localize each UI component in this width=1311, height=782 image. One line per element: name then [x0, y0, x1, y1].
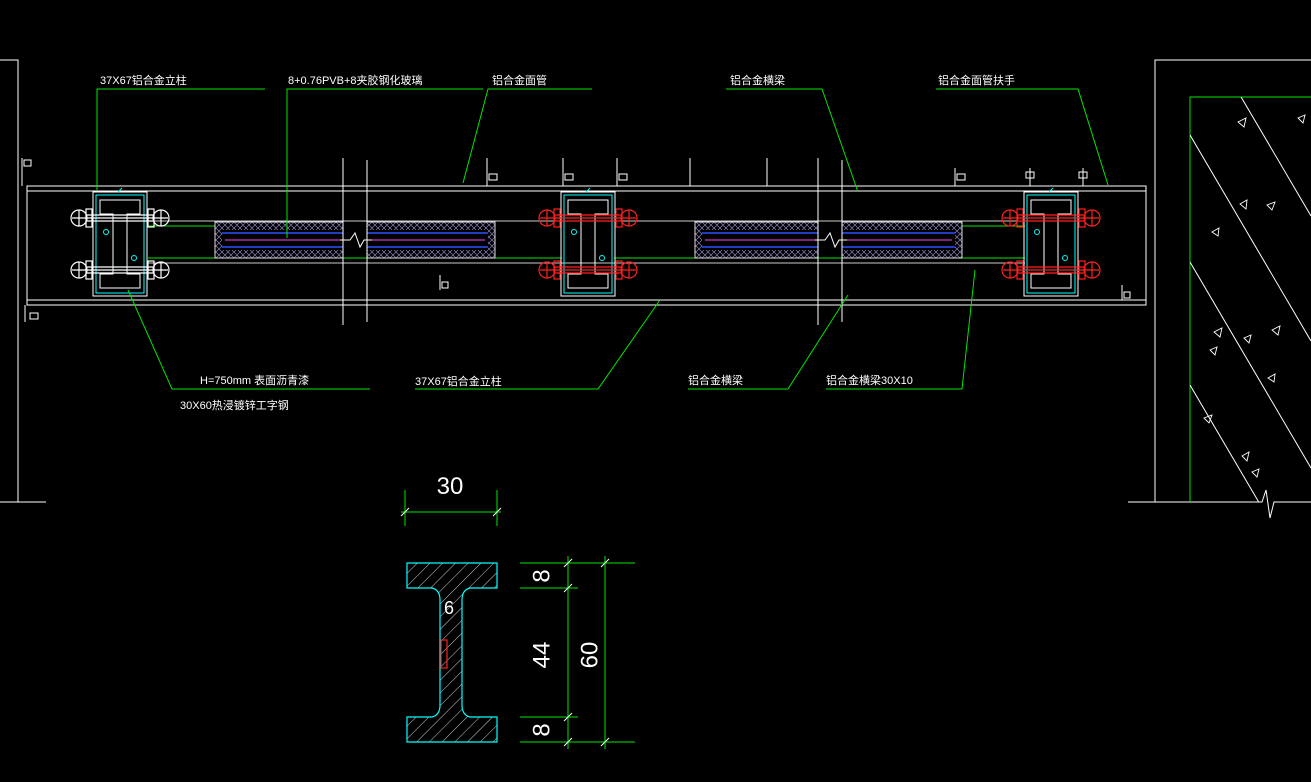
dim-tick — [563, 737, 573, 747]
break-lines — [342, 158, 843, 325]
glass-break-symbol — [340, 231, 372, 249]
label-crossbeam-size: 铝合金横梁30X10 — [826, 373, 913, 387]
concrete-aggregate-marks — [1203, 114, 1306, 478]
dim-width-text: 30 — [437, 473, 464, 500]
leader-handrail — [936, 88, 1109, 186]
callout-labels: 37X67铝合金立柱 8+0.76PVB+8夹胶钢化玻璃 铝合金面管 铝合金横梁… — [100, 73, 1015, 412]
i-beam-section: 6 — [406, 562, 498, 743]
leader-post-top — [96, 88, 265, 190]
right-wall-edge — [1154, 59, 1311, 502]
label-handrail: 铝合金面管扶手 — [938, 73, 1015, 87]
beam-outline — [26, 185, 1147, 306]
leader-crossbeam-size — [826, 269, 976, 390]
dim-width: 30 — [400, 473, 502, 526]
right-wall — [1128, 59, 1311, 519]
handrail-beam — [26, 185, 1147, 306]
dim-tick — [400, 507, 410, 517]
dim-web-thickness-text: 6 — [444, 598, 454, 618]
label-post-top: 37X67铝合金立柱 — [100, 73, 187, 87]
dim-tick — [563, 583, 573, 593]
dim-flange-top-text: 8 — [529, 569, 556, 582]
dim-tick — [600, 558, 610, 568]
dim-tick — [563, 712, 573, 722]
dim-height: 8 44 8 60 — [520, 556, 635, 749]
leader-crossbeam-top — [726, 88, 859, 193]
label-height-coating: H=750mm 表面沥青漆 — [200, 373, 309, 387]
label-glass: 8+0.76PVB+8夹胶钢化玻璃 — [288, 73, 423, 87]
dim-total-height-text: 60 — [577, 642, 604, 669]
glass-panel-left — [214, 221, 496, 259]
right-floor-break-line — [1128, 489, 1311, 519]
dim-tick — [563, 558, 573, 568]
leader-lines — [96, 88, 1109, 390]
label-post-bottom: 37X67铝合金立柱 — [415, 374, 502, 388]
concrete-boundary — [1189, 96, 1311, 502]
left-wall — [0, 59, 46, 503]
leader-glass — [286, 88, 483, 238]
dim-tick — [492, 507, 502, 517]
label-crossbeam-top: 铝合金横梁 — [730, 73, 785, 87]
beam-dimension-ticks — [21, 158, 1131, 322]
web-marker — [440, 639, 448, 669]
label-steel-i-beam: 30X60热浸镀锌工字钢 — [180, 398, 289, 412]
dim-web-height-text: 44 — [529, 642, 556, 669]
leader-height-coating — [127, 289, 370, 390]
leader-face-tube — [462, 88, 592, 184]
leader-post-bottom — [415, 299, 661, 390]
i-beam-profile — [406, 562, 498, 743]
left-wall-edge — [0, 59, 19, 502]
label-crossbeam-bottom: 铝合金横梁 — [688, 373, 743, 387]
leader-crossbeam-bottom — [688, 294, 849, 390]
label-face-tube: 铝合金面管 — [492, 73, 547, 87]
glass-break-symbol — [815, 231, 847, 249]
dim-tick — [600, 737, 610, 747]
dim-flange-bottom-text: 8 — [529, 723, 556, 736]
